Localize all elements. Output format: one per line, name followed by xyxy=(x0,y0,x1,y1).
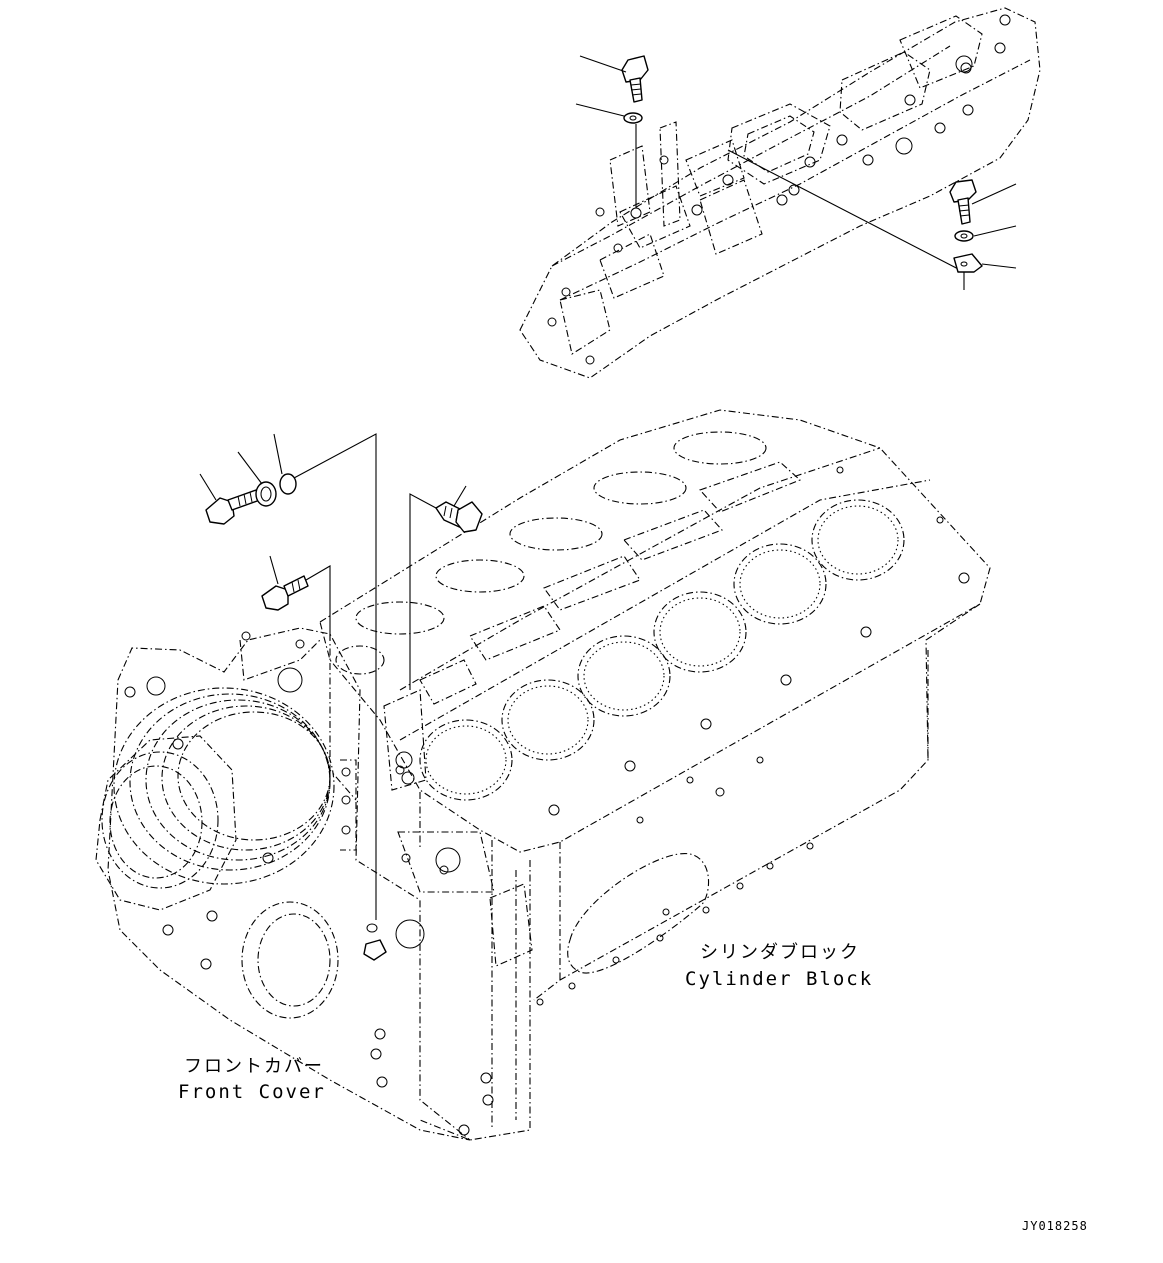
leader-o-ring-to-port xyxy=(293,433,377,920)
leader-cover-bolt-to-hole xyxy=(305,565,331,640)
cover-bolt-small xyxy=(261,575,309,611)
cylinder-block xyxy=(319,409,991,1141)
damper-pulley xyxy=(95,687,335,911)
leader-flange-bolt xyxy=(199,473,217,501)
block-bosses xyxy=(536,466,970,1006)
spacer-ring xyxy=(255,481,277,507)
leader-spacer-ring xyxy=(237,451,263,485)
drawing-code: JY018258 xyxy=(1022,1219,1088,1233)
leader-bolt-right xyxy=(971,183,1017,205)
cylinder-head-assembly xyxy=(519,7,1041,379)
head-bolt-right xyxy=(949,179,977,225)
front-cover-label-en: Front Cover xyxy=(178,1081,326,1103)
cylinder-bores xyxy=(419,499,905,801)
front-cover-label-jp: フロントカバー xyxy=(184,1056,324,1077)
o-ring xyxy=(279,473,297,495)
head-clip-bracket xyxy=(953,253,983,273)
port-gasket xyxy=(363,923,387,961)
leader-o-ring xyxy=(273,433,283,475)
head-bosses xyxy=(547,14,1011,365)
front-cover xyxy=(95,627,494,1141)
head-washer-right xyxy=(954,230,974,242)
front-seal xyxy=(241,901,339,1019)
block-bolt xyxy=(435,501,483,533)
leader-washer-left xyxy=(575,103,625,117)
leader-block-bolt-to-hole xyxy=(409,493,437,690)
leader-bolt-left xyxy=(579,55,627,73)
leader-cover-bolt xyxy=(269,555,279,585)
cover-bosses xyxy=(124,631,494,1136)
flange-bolt-large xyxy=(205,489,261,525)
cylinder-block-label-en: Cylinder Block xyxy=(685,968,873,990)
head-washer-left xyxy=(623,112,643,124)
leader-washer-right xyxy=(973,225,1017,237)
leader-clip-bracket xyxy=(981,263,1017,269)
cylinder-block-label-jp: シリンダブロック xyxy=(700,941,860,963)
head-bolt-left xyxy=(621,55,649,103)
leader-block-bolt xyxy=(453,485,467,507)
